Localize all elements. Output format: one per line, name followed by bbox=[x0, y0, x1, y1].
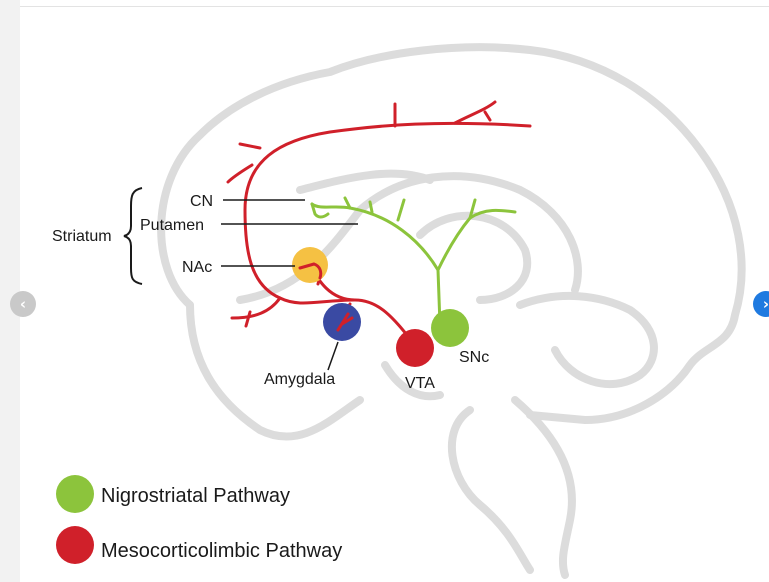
legend-swatch-mesocorticolimbic bbox=[56, 526, 94, 564]
legend-label-nigrostriatal: Nigrostriatal Pathway bbox=[101, 485, 290, 507]
cn-label: CN bbox=[190, 193, 213, 210]
nigrostriatal-pathway bbox=[310, 196, 517, 327]
legend: Nigrostriatal Pathway Mesocorticolimbic … bbox=[56, 475, 342, 564]
chevron-right-icon[interactable]: › bbox=[753, 291, 769, 317]
striatum-brace bbox=[123, 187, 143, 285]
vta-label: VTA bbox=[405, 375, 435, 392]
putamen-label: Putamen bbox=[140, 217, 204, 234]
legend-swatch-nigrostriatal bbox=[56, 475, 94, 513]
side-panel-strip bbox=[0, 0, 20, 582]
snc-label: SNc bbox=[459, 349, 489, 366]
top-divider bbox=[20, 0, 769, 7]
vta-node bbox=[396, 329, 434, 367]
nac-branch bbox=[298, 262, 323, 280]
snc-node bbox=[431, 309, 469, 347]
legend-label-mesocorticolimbic: Mesocorticolimbic Pathway bbox=[101, 540, 342, 562]
nac-label: NAc bbox=[182, 259, 212, 276]
amygdala-label: Amygdala bbox=[264, 371, 335, 388]
amygdala-branch bbox=[336, 312, 354, 332]
leader-lines bbox=[221, 199, 358, 371]
striatum-label: Striatum bbox=[52, 228, 112, 245]
chevron-left-icon[interactable]: ‹ bbox=[10, 291, 36, 317]
